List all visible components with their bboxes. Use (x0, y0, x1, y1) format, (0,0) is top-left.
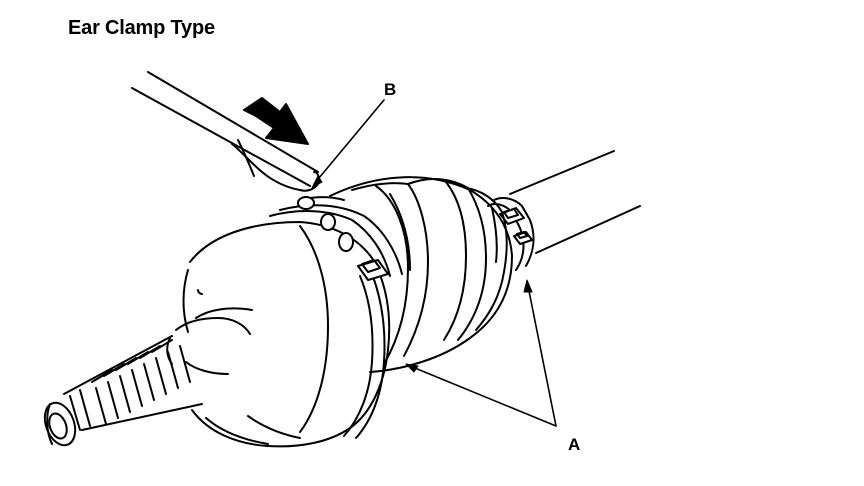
boot-bellows (329, 176, 513, 373)
small-ear-clamp (487, 197, 535, 271)
push-direction-arrow (243, 97, 309, 145)
leader-arrowheads (311, 175, 533, 373)
large-ear-clamp (269, 196, 403, 439)
figure-title: Ear Clamp Type (68, 17, 215, 39)
callout-b-label: B (384, 80, 396, 99)
boot-body (182, 221, 391, 448)
callout-a-label: A (568, 435, 580, 454)
leader-lines (313, 99, 557, 427)
axle-shaft (509, 150, 641, 254)
splined-stub-shaft (43, 335, 203, 447)
